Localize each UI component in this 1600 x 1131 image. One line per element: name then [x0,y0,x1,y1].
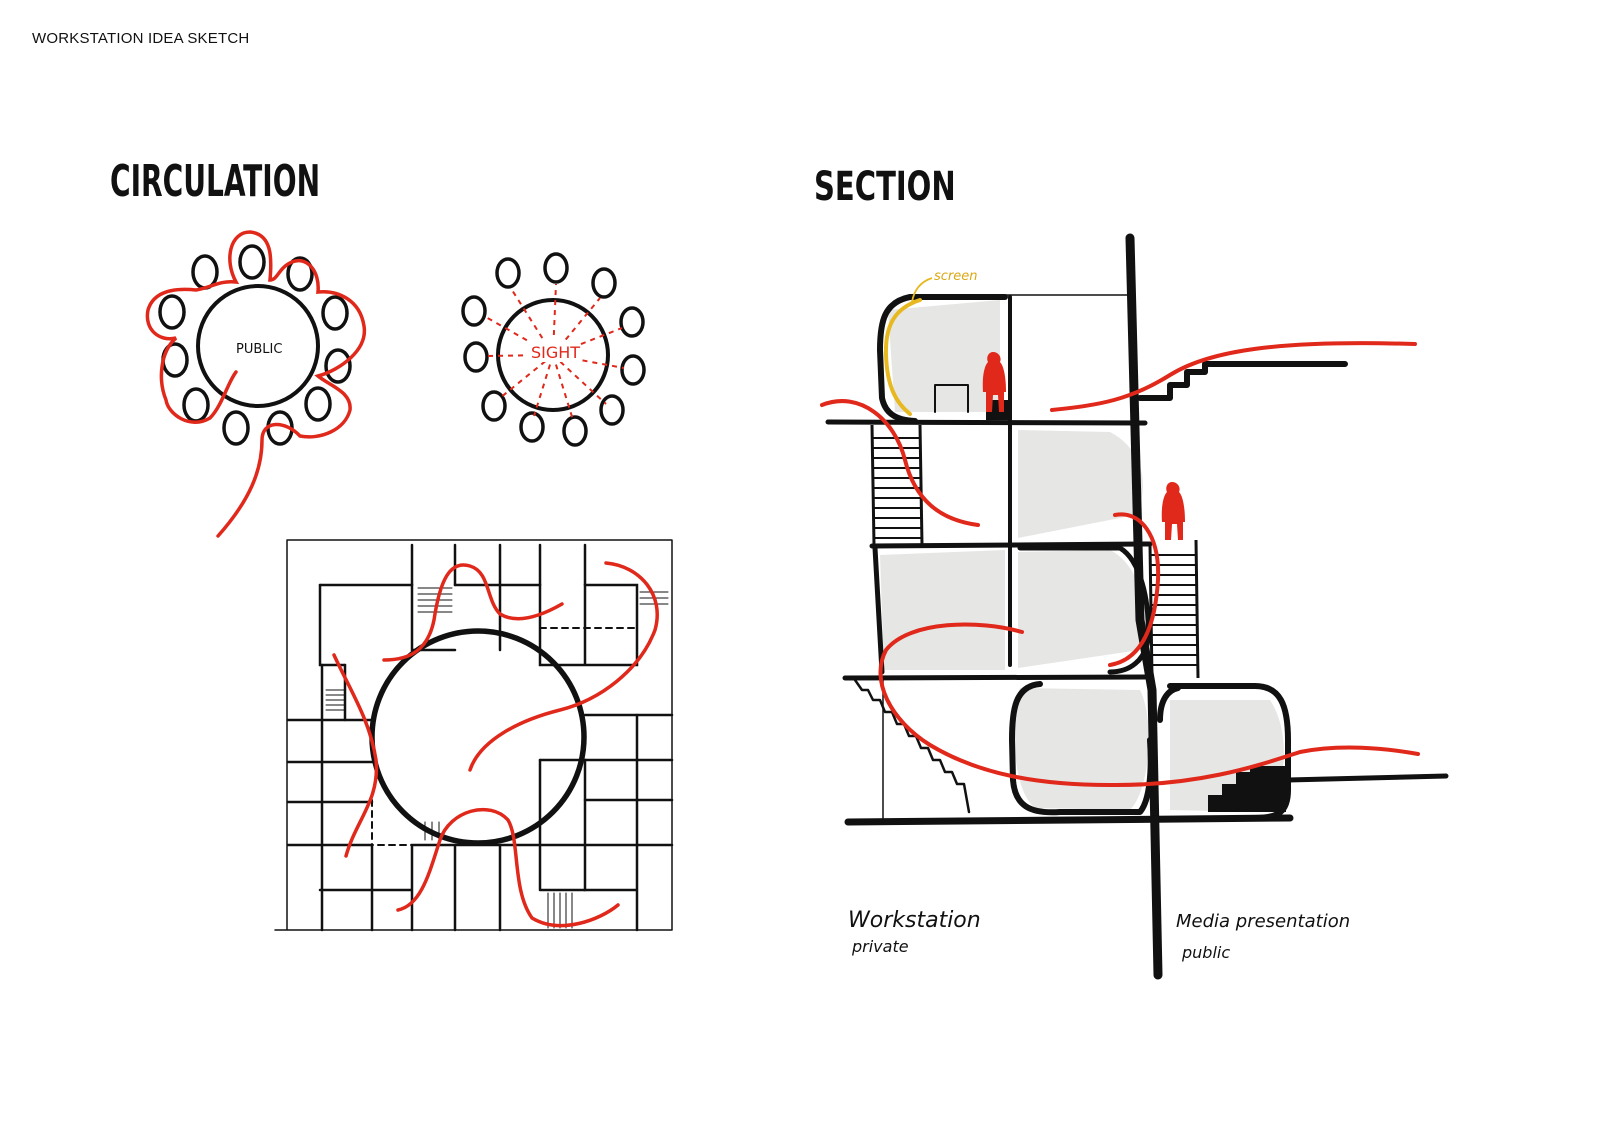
plan-circulation-red-paths [332,561,659,928]
section-descending-stair [853,678,971,814]
plan-outer-frame [274,539,673,931]
person-icon [982,352,1006,412]
public-circulation-red-path [145,230,367,538]
section-lower-stair-block [1208,766,1286,812]
section-floor-slab-4 [844,814,1294,826]
section-ladder-stairs [870,424,1200,679]
section-screen-label: screen [934,269,978,284]
section-screen-leader [911,277,933,303]
section-structure [825,233,1449,980]
sight-satellite-circles [461,252,646,447]
section-floor-slab-2 [869,541,1153,549]
workstation-caption-subtitle: private [851,937,909,956]
media-caption-title: Media presentation [1176,911,1350,932]
section-vertical-core [1125,233,1163,980]
plan-room-walls [286,543,674,932]
section-floor-slab-3 [842,674,1153,681]
section-floor-slab-1 [825,419,1148,426]
public-label: PUBLIC [236,342,282,357]
sight-label: SIGHT [531,343,580,362]
section-lower-pod-right [1167,683,1291,821]
public-core-circle [196,284,320,408]
person-icon [1161,482,1185,540]
sight-label-backdrop [528,340,580,362]
section-person-figures [982,352,1185,540]
media-caption-subtitle: public [1181,943,1230,962]
workstation-caption-title: Workstation [848,908,981,933]
section-heading: SECTION [814,163,956,210]
section-grey-fills [880,300,1284,812]
circulation-heading: CIRCULATION [110,156,320,207]
section-circulation-red-paths [820,341,1420,788]
floor-plan [274,539,674,932]
section-screen [883,298,922,416]
page-title: WORKSTATION IDEA SKETCH [32,30,250,47]
